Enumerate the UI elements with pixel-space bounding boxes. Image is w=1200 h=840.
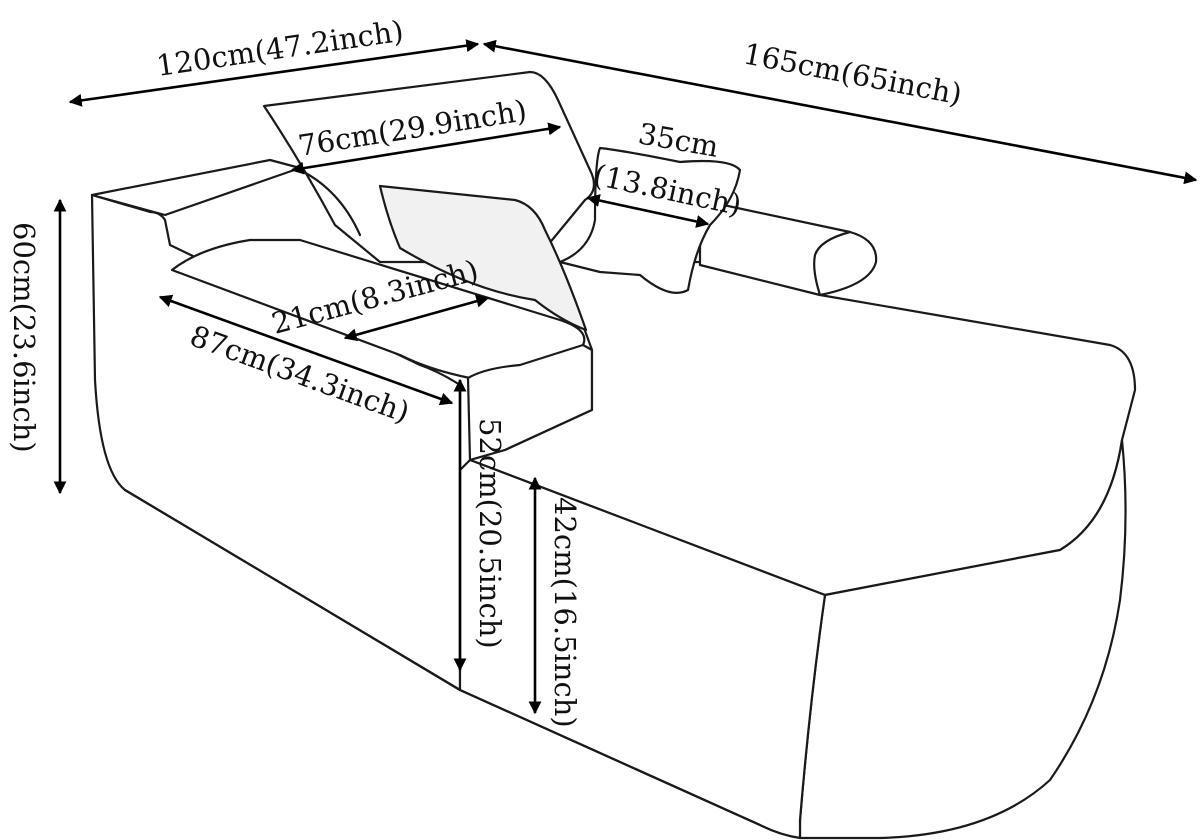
seat-side-face bbox=[458, 458, 827, 840]
dimension-arrows bbox=[53, 39, 1198, 715]
arrow-total-depth bbox=[482, 39, 1198, 185]
arrow-backrest-width bbox=[290, 122, 562, 175]
base-line bbox=[123, 488, 762, 827]
back-bolster bbox=[698, 198, 878, 297]
bolster-end bbox=[813, 230, 852, 297]
sofa-outline bbox=[90, 70, 1137, 840]
arrow-total-width bbox=[68, 39, 480, 107]
label-seat-height: 42cm(16.5inch) bbox=[548, 497, 582, 728]
arrow-pillow-width bbox=[586, 194, 710, 228]
arrow-armrest-length bbox=[158, 294, 454, 406]
label-armrest-height: 52cm(20.5inch) bbox=[473, 418, 507, 649]
accent-pillow bbox=[378, 184, 588, 332]
label-total-height: 60cm(23.6inch) bbox=[7, 222, 41, 453]
